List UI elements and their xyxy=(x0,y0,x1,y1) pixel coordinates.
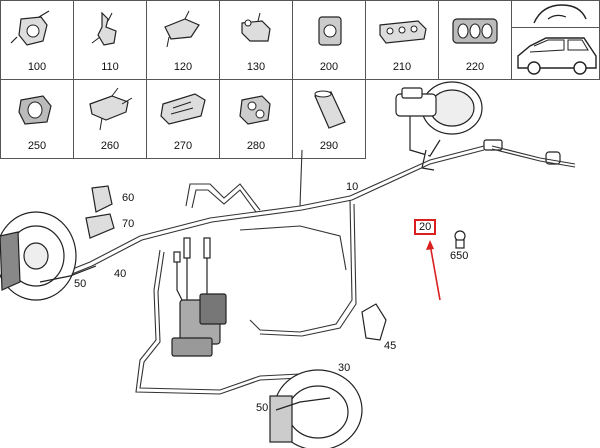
callout-70[interactable]: 70 xyxy=(122,218,135,230)
part-label: 200 xyxy=(319,61,339,73)
brake-line-clip-icon xyxy=(91,11,117,46)
callout-10[interactable]: 10 xyxy=(346,181,359,193)
steering-wheel-icon xyxy=(533,4,587,24)
rear-brake-disc-drawing xyxy=(269,369,363,448)
multi-pipe-clip-icon xyxy=(379,20,427,44)
callout-40[interactable]: 40 xyxy=(114,268,127,280)
suv-vehicle-icon xyxy=(517,37,597,75)
clamp-block-icon xyxy=(239,95,271,125)
callout-30[interactable]: 30 xyxy=(338,362,351,374)
rubber-mount-icon xyxy=(18,95,52,125)
highlight-arrow xyxy=(426,240,441,301)
callout-60[interactable]: 60 xyxy=(122,192,135,204)
brake-booster-drawing xyxy=(395,81,561,171)
callout-50-rear[interactable]: 50 xyxy=(256,402,269,414)
clip-parts-drawing xyxy=(85,185,115,239)
part-label: 220 xyxy=(465,61,485,73)
shield-part-drawing xyxy=(361,303,387,341)
part-cell-210[interactable]: 210 xyxy=(365,0,439,80)
part-cell-200[interactable]: 200 xyxy=(292,0,366,80)
part-cell-260[interactable]: 260 xyxy=(73,79,147,159)
part-label: 270 xyxy=(173,140,193,152)
hydraulic-unit-drawing xyxy=(171,237,227,357)
pipe-holder-icon xyxy=(241,12,271,42)
vehicle-cell xyxy=(511,27,600,80)
part-label: 120 xyxy=(173,61,193,73)
part-cell-290[interactable]: 290 xyxy=(292,79,366,159)
mounting-plate-icon xyxy=(160,93,206,125)
part-cell-280[interactable]: 280 xyxy=(219,79,293,159)
sleeve-tube-icon xyxy=(314,90,346,129)
part-cell-120[interactable]: 120 xyxy=(146,0,220,80)
callout-50-front[interactable]: 50 xyxy=(74,278,87,290)
line-bracket-icon xyxy=(89,87,133,131)
part-cell-220[interactable]: 220 xyxy=(438,0,512,80)
bracket-clip-icon xyxy=(10,10,50,46)
callout-650[interactable]: 650 xyxy=(450,250,469,262)
plug-650-drawing xyxy=(454,230,466,249)
part-cell-130[interactable]: 130 xyxy=(219,0,293,80)
part-label: 260 xyxy=(100,140,120,152)
part-label: 290 xyxy=(319,140,339,152)
callout-45[interactable]: 45 xyxy=(384,340,397,352)
part-label: 280 xyxy=(246,140,266,152)
part-cell-270[interactable]: 270 xyxy=(146,79,220,159)
rubber-grommet-icon xyxy=(318,16,342,46)
part-label: 210 xyxy=(392,61,412,73)
part-cell-100[interactable]: 100 xyxy=(0,0,74,80)
steering-wheel-cell xyxy=(511,0,600,28)
part-label: 110 xyxy=(101,61,119,73)
hose-bracket-icon xyxy=(164,10,200,48)
part-cell-110[interactable]: 110 xyxy=(73,0,147,80)
part-cell-250[interactable]: 250 xyxy=(0,79,74,159)
callout-20-highlighted[interactable]: 20 xyxy=(414,219,437,235)
part-label: 250 xyxy=(27,140,47,152)
triple-grommet-icon xyxy=(452,18,498,44)
part-label: 130 xyxy=(246,61,266,73)
part-label: 100 xyxy=(27,61,47,73)
